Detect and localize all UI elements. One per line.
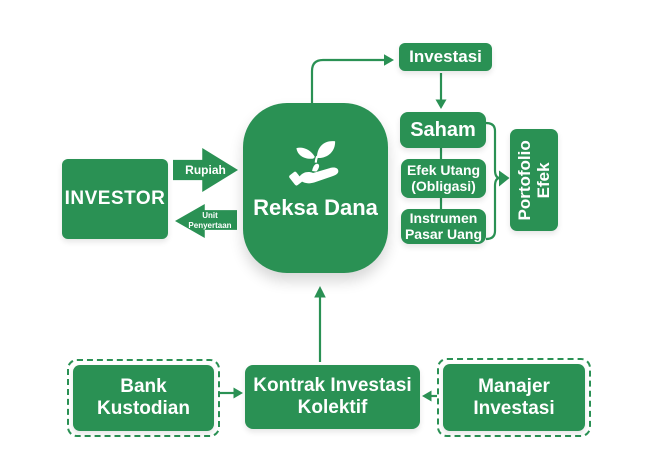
- arrow-reksa-dana-to-investasi: [310, 54, 394, 103]
- unit-penyertaan-flow-arrow: Unit Penyertaan: [175, 204, 237, 238]
- node-manajer-investasi-dashed-outline: Manajer Investasi: [437, 358, 591, 437]
- node-instrumen-pasar-uang: Instrumen Pasar Uang: [401, 209, 486, 244]
- instrumen-label-line2: Pasar Uang: [404, 225, 483, 242]
- instrumen-label-line1: Instrumen: [409, 209, 478, 226]
- bank-kustodian-label-line1: Bank: [120, 376, 167, 398]
- node-portofolio-efek: Portofolio Efek: [510, 129, 558, 231]
- rupiah-label: Rupiah: [185, 163, 226, 177]
- manajer-label-line2: Investasi: [473, 397, 555, 419]
- kontrak-label-line2: Kolektif: [297, 397, 368, 418]
- brace-arrow-to-portofolio-efek: [485, 121, 510, 241]
- node-investasi: Investasi: [399, 43, 492, 71]
- bank-kustodian-label-line2: Kustodian: [97, 398, 190, 419]
- node-efek-utang-obligasi: Efek Utang (Obligasi): [401, 159, 486, 198]
- saham-label: Saham: [410, 118, 476, 141]
- arrow-bank-kustodian-to-kontrak: [220, 387, 243, 399]
- unit-penyertaan-label-line1: Unit: [202, 211, 218, 221]
- node-reksa-dana: Reksa Dana: [243, 103, 388, 273]
- rupiah-flow-arrow: Rupiah: [173, 148, 238, 192]
- arrow-manajer-investasi-to-kontrak: [422, 390, 437, 402]
- kontrak-label-line1: Kontrak Investasi: [253, 375, 412, 397]
- manajer-label-line1: Manajer: [478, 375, 550, 397]
- reksa-dana-label: Reksa Dana: [253, 195, 378, 220]
- portofolio-label-line2: Efek: [534, 162, 554, 198]
- unit-penyertaan-label-line2: Penyertaan: [188, 221, 232, 230]
- efek-utang-label-line1: Efek Utang: [406, 161, 481, 178]
- node-manajer-investasi: Manajer Investasi: [443, 364, 585, 431]
- node-investor: INVESTOR: [62, 159, 168, 239]
- investasi-label: Investasi: [409, 47, 482, 66]
- node-bank-kustodian-dashed-outline: Bank Kustodian: [67, 359, 220, 437]
- arrow-kontrak-to-reksa-dana: [314, 286, 326, 362]
- node-saham: Saham: [400, 112, 486, 148]
- investor-label: INVESTOR: [64, 188, 166, 209]
- node-bank-kustodian: Bank Kustodian: [73, 365, 214, 431]
- portofolio-efek-rotated-label: Portofolio Efek: [515, 140, 554, 220]
- arrow-investasi-to-saham: [435, 73, 447, 109]
- node-kontrak-investasi-kolektif: Kontrak Investasi Kolektif: [245, 365, 420, 429]
- efek-utang-label-line2: (Obligasi): [411, 177, 476, 194]
- portofolio-label-line1: Portofolio: [514, 139, 534, 221]
- hand-holding-sprout-icon: [286, 137, 346, 191]
